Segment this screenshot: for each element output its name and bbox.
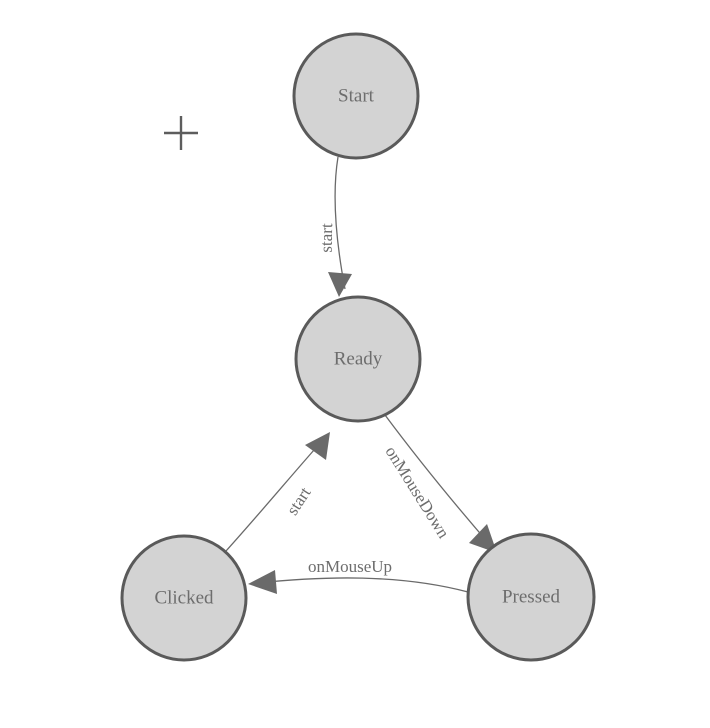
edge-line <box>334 156 346 290</box>
edge-label: start <box>317 223 337 253</box>
edge-clicked-to-ready: start <box>225 432 330 552</box>
state-node-label: Start <box>338 85 375 106</box>
state-node-clicked[interactable]: Clicked <box>120 534 248 662</box>
state-node-start[interactable]: Start <box>292 32 420 160</box>
edge-arrowhead-icon <box>469 524 497 553</box>
state-node-ready[interactable]: Ready <box>294 295 422 423</box>
edge-arrowhead-icon <box>328 272 352 297</box>
edge-arrowhead-icon <box>248 570 277 594</box>
edge-label: onMouseUp <box>308 557 392 576</box>
edge-label: start <box>283 483 315 518</box>
state-node-shape[interactable] <box>120 534 248 662</box>
edge-line <box>256 577 469 593</box>
state-node-label: Clicked <box>154 587 214 608</box>
state-node-label: Ready <box>334 348 383 369</box>
crosshair-icon <box>164 116 198 150</box>
state-node-pressed[interactable]: Pressed <box>466 532 596 662</box>
state-node-shape[interactable] <box>292 32 420 160</box>
edge-start-to-ready: start <box>317 156 352 297</box>
cursor-layer <box>164 116 198 150</box>
state-node-label: Pressed <box>502 586 561 607</box>
state-node-shape[interactable] <box>466 532 596 662</box>
edge-line <box>225 440 323 552</box>
edge-ready-to-pressed: onMouseDown <box>382 414 497 553</box>
edge-pressed-to-clicked: onMouseUp <box>248 557 469 594</box>
edge-arrowhead-icon <box>305 432 330 460</box>
state-node-shape[interactable] <box>294 295 422 423</box>
